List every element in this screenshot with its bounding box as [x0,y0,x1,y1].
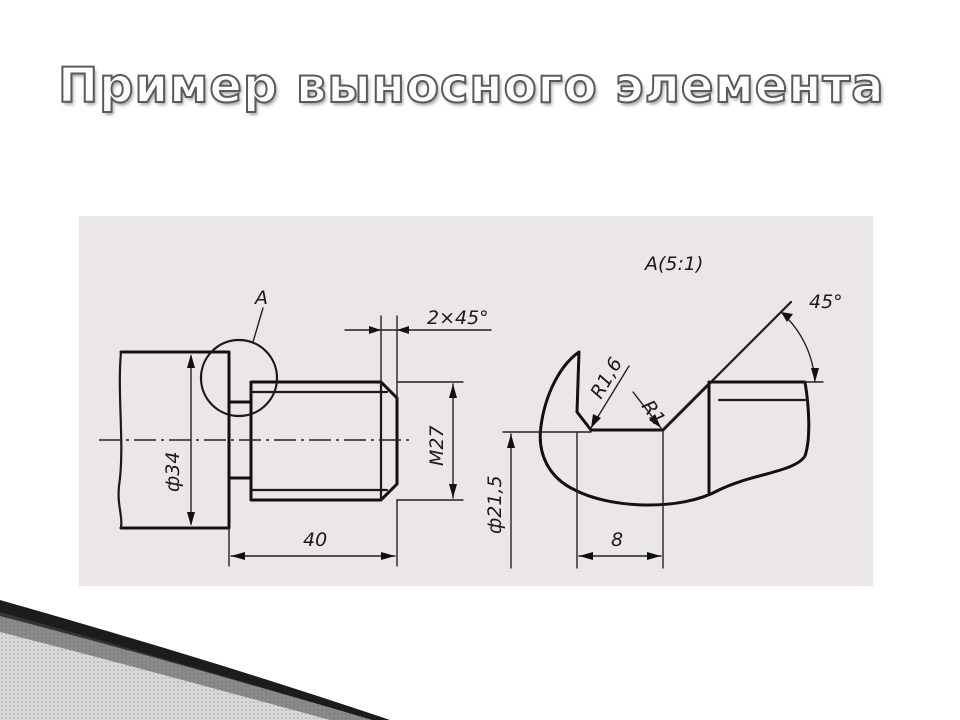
detail-title: A(5:1) [643,253,703,275]
callout-label: A [253,287,268,309]
shaft-break-line [117,350,123,530]
chamfer-label: 2×45° [427,307,489,329]
drawing-canvas: A ф34 M27 2×45° 40 A(5:1) [99,253,843,569]
slide-title: Пример выносного элемента [57,57,885,115]
detail-outline [538,350,811,507]
angle-label: 45° [809,291,843,313]
dim-m27-label: M27 [426,425,448,466]
shaft-outline [119,350,231,530]
dim-8-label: 8 [611,529,623,551]
dim-40-label: 40 [303,529,327,551]
callout-leader [252,307,264,343]
dim-phi34-label: ф34 [162,452,184,492]
detail-chamfer [661,300,793,432]
technical-drawing: A ф34 M27 2×45° 40 A(5:1) [79,216,873,586]
callout-circle [199,338,279,418]
dim-phi215-label: ф21,5 [484,475,506,534]
